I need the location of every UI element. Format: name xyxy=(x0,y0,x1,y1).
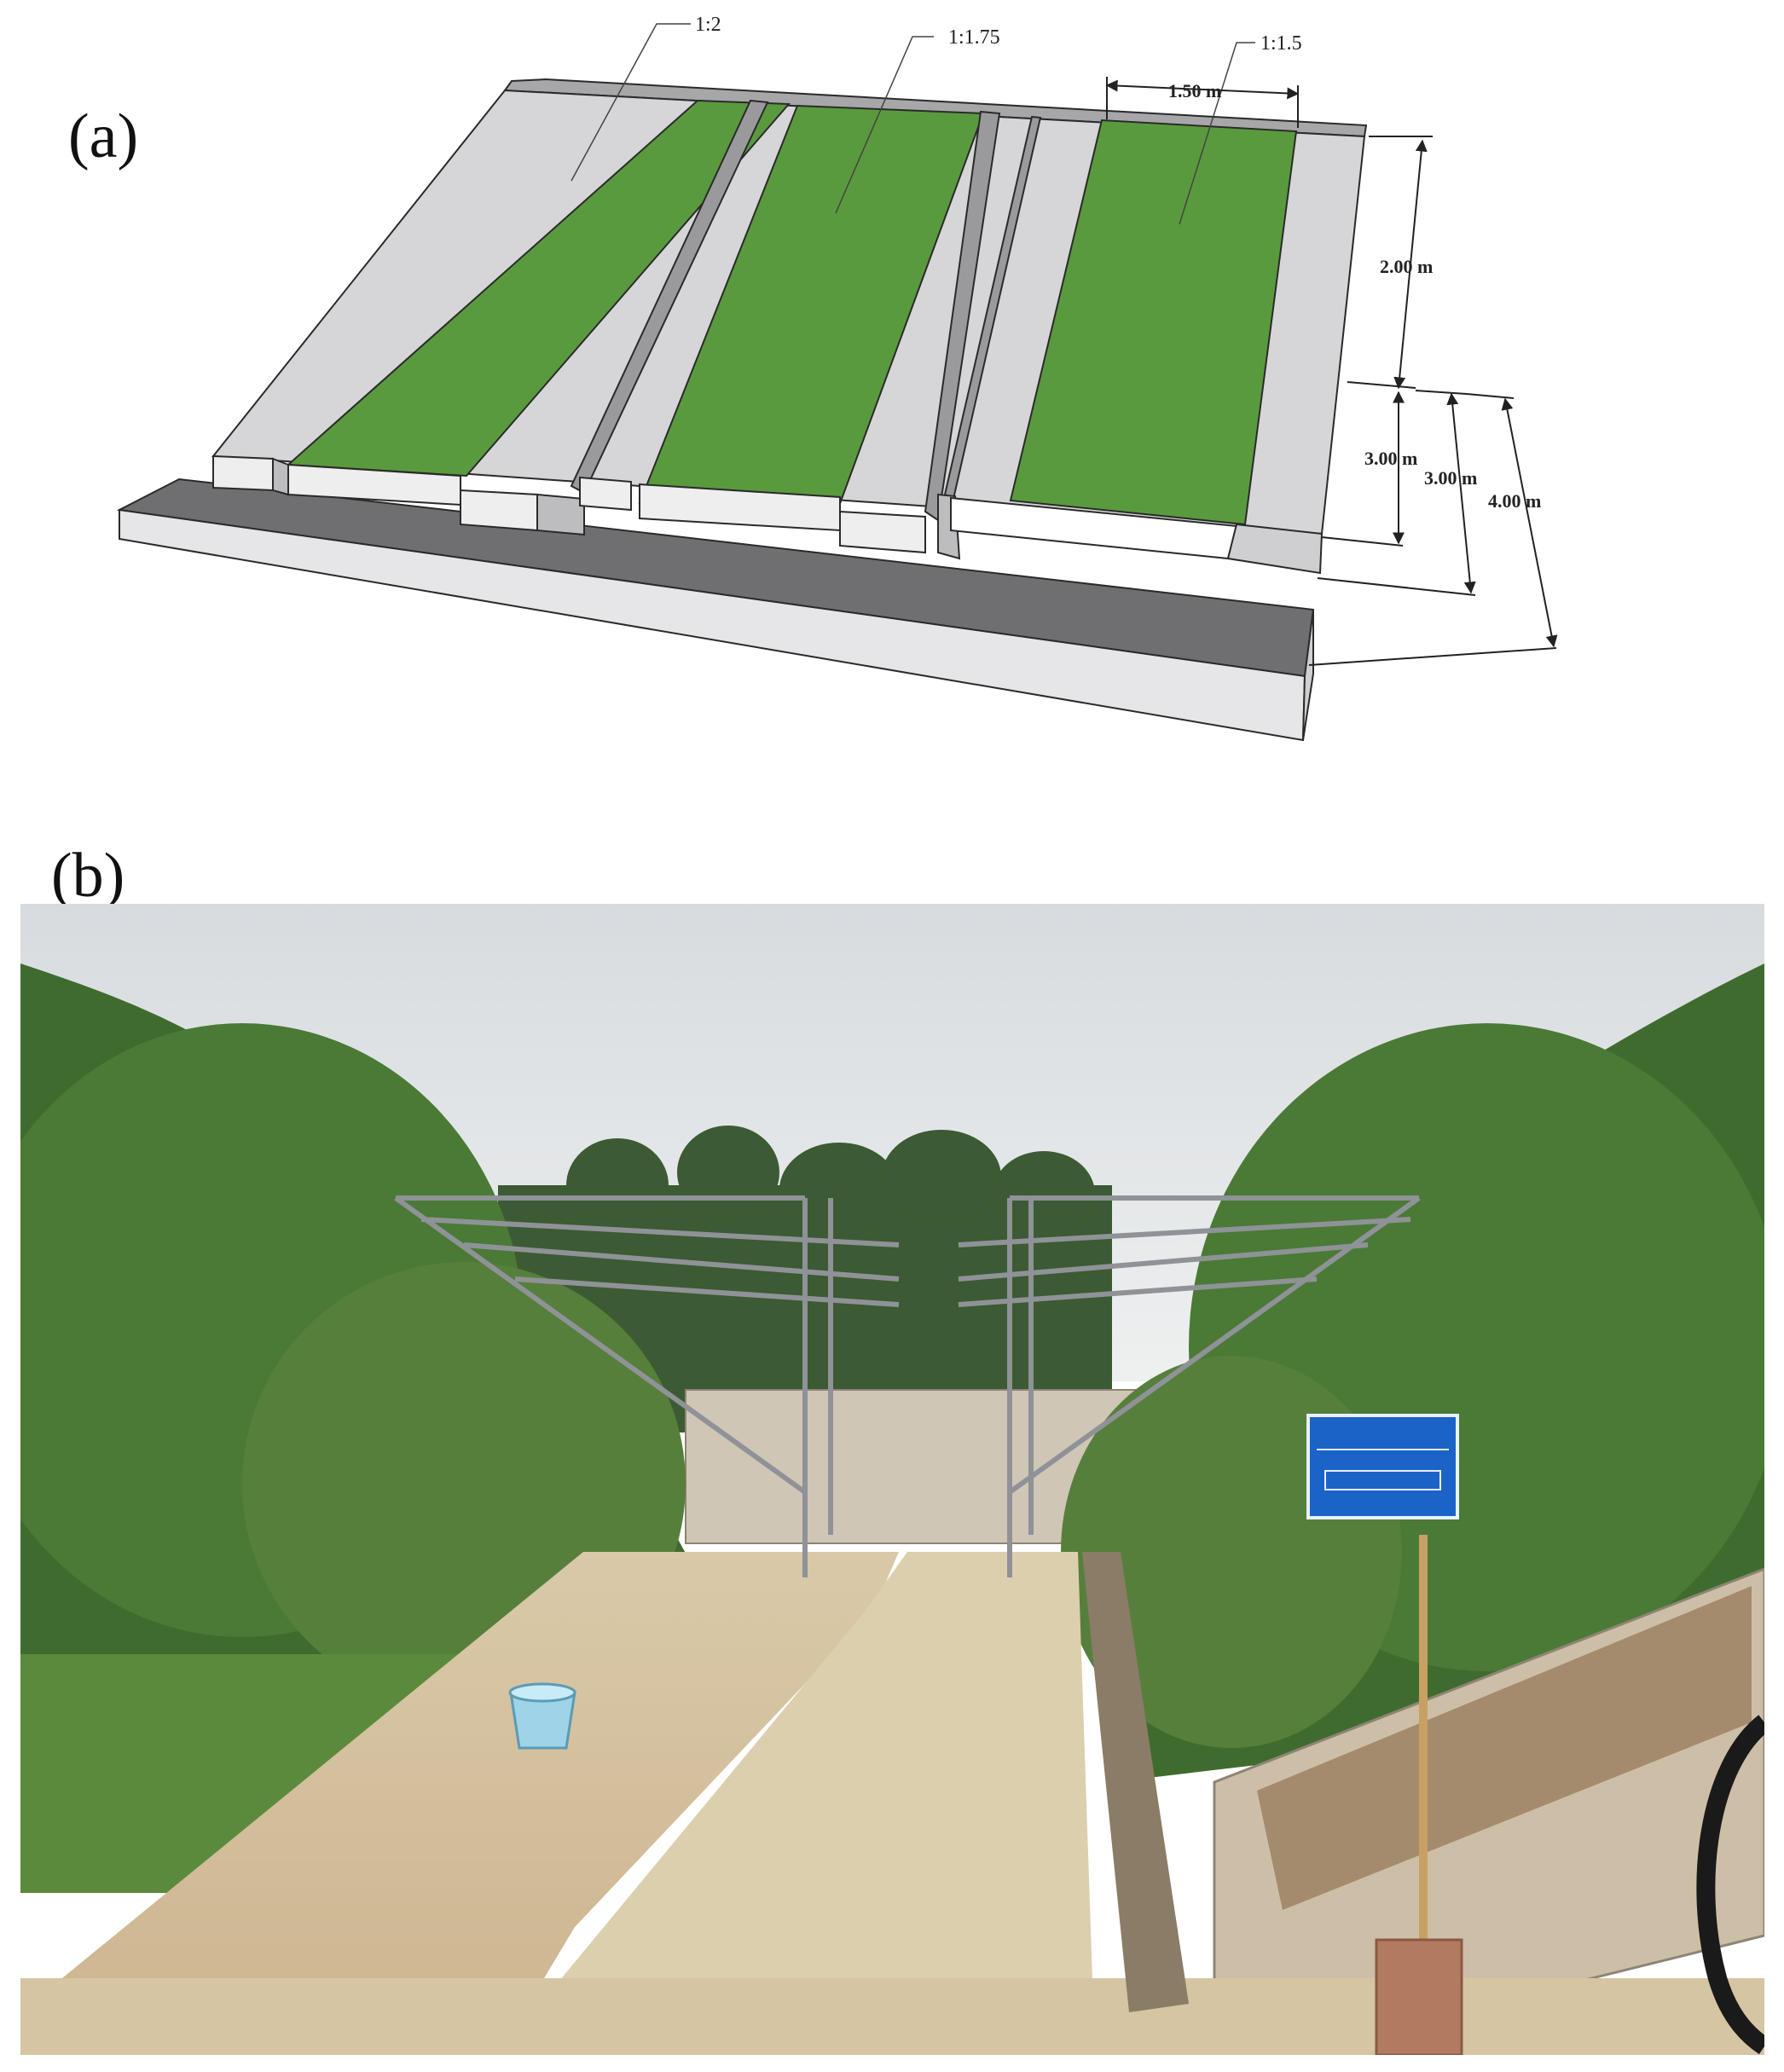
sign-board xyxy=(1306,1414,1463,2055)
right-soil xyxy=(1257,1586,1752,1910)
bottom-blocks xyxy=(212,454,1324,575)
dimension-lower-1 xyxy=(1321,381,1416,547)
dimension-upper xyxy=(1369,136,1433,390)
bucket-icon xyxy=(508,1682,576,1750)
slope-ratio-3: 1:1.5 xyxy=(1260,32,1302,55)
vegetation-strips xyxy=(286,99,1298,526)
drain-channel xyxy=(1082,1552,1189,2012)
dimension-lower-2-label: 3.00 m xyxy=(1424,467,1477,489)
dimension-lower-2 xyxy=(1317,390,1476,596)
panel-b-label: (b) xyxy=(51,841,125,911)
dimension-upper-label: 2.00 m xyxy=(1380,256,1433,277)
top-rim xyxy=(503,78,1368,138)
panel-a-label: (a) xyxy=(68,101,139,171)
field-site-photo xyxy=(20,904,1764,2055)
slope-ratio-2: 1:1.75 xyxy=(948,26,1000,49)
concrete-ramp-left xyxy=(20,1552,899,2055)
slope-ratio-1: 1:2 xyxy=(695,14,721,36)
concrete-ramp-right xyxy=(498,1552,1095,2055)
vegetation-plot-3 xyxy=(1009,119,1298,526)
dimension-lower-3 xyxy=(1308,393,1558,666)
steel-frame xyxy=(394,1195,1421,1577)
dimension-width-label: 1.50 m xyxy=(1168,80,1221,101)
hose xyxy=(1696,1715,1764,2055)
slope-ratio-callouts xyxy=(571,23,1255,225)
bottom-ground xyxy=(20,1978,1764,2055)
slope-plot-diagram: 1:2 1:1.75 1:1.5 1.50 m 2.00 m 3.00 m 3.… xyxy=(116,14,1558,742)
dimension-width xyxy=(1105,77,1300,128)
dimension-lower-3-label: 4.00 m xyxy=(1488,490,1541,512)
base-slab xyxy=(116,477,1315,742)
dimension-lower-1-label: 3.00 m xyxy=(1364,448,1417,469)
